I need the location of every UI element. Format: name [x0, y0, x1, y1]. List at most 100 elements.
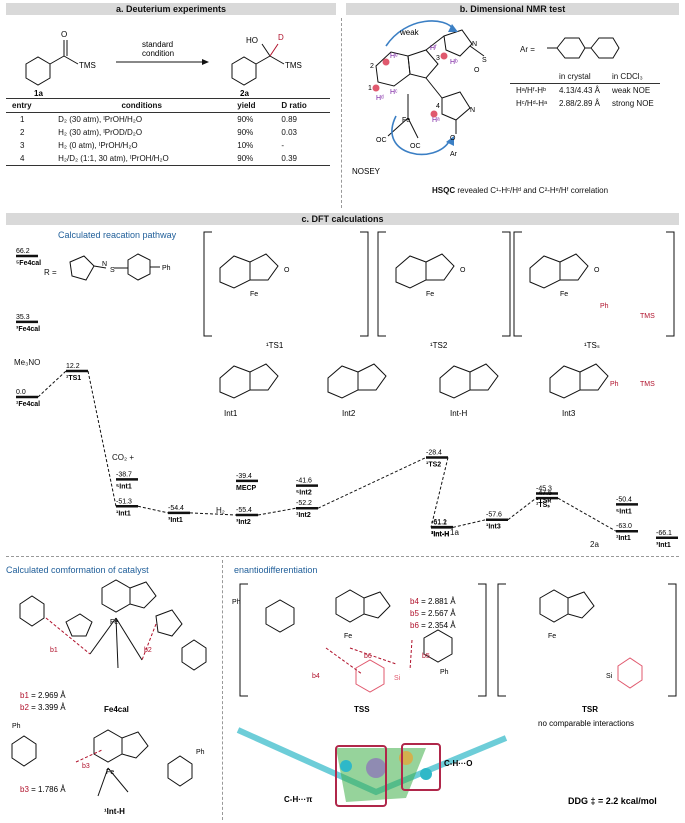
energy-value: -51.3: [116, 498, 132, 505]
product-tms: TMS: [285, 61, 302, 70]
energy-level-label: ¹TS2: [426, 461, 441, 468]
energy-value: -47.5: [536, 490, 552, 497]
energy-value: -61.1: [431, 519, 447, 526]
product-structure: [231, 43, 285, 86]
col-conditions: conditions: [52, 98, 232, 113]
energy-connector: [87, 370, 117, 507]
svg-text:1: 1: [368, 85, 372, 92]
svg-text:Ph: Ph: [196, 749, 205, 756]
energy-level-label: ³Fe4cal: [16, 326, 40, 333]
svg-text:O: O: [284, 267, 290, 274]
svg-text:Ph: Ph: [12, 723, 21, 730]
energy-level-label: ¹TSʀ: [536, 497, 552, 504]
product-d: D: [278, 33, 284, 42]
col-cdcl3: in CDCl₃: [605, 70, 660, 84]
energy-level-label: MECP: [236, 485, 257, 492]
reactant-label: 1a: [34, 89, 43, 98]
svg-text:Hᵇ: Hᵇ: [450, 59, 458, 66]
energy-level-label: ⁵Int2: [296, 490, 312, 497]
conformation-title: Calculated comformation of catalyst: [6, 565, 149, 575]
energy-value: -54.4: [168, 505, 184, 512]
divider-c: [6, 556, 679, 557]
b2-line: b2 = 3.399 Å: [20, 703, 66, 712]
svg-text:OC: OC: [410, 143, 421, 150]
energy-value: -57.6: [486, 512, 502, 519]
panel-b-header: b. Dimensional NMR test: [346, 3, 679, 15]
energy-value: 12.2: [66, 363, 80, 370]
ts2-label: ¹TS2: [430, 341, 448, 350]
col-entry: entry: [6, 98, 53, 113]
1a-label: 1a: [450, 528, 459, 537]
arrow-bottom-text: condition: [142, 49, 174, 58]
energy-value: -28.4: [426, 449, 442, 456]
energy-value: -50.4: [616, 496, 632, 503]
nmr-structure: weak 2 1 3 4 Hᵉ Hᵇ Hᵈ Hᶜ Hᵃ Hᶠ Fe OC OC …: [352, 20, 487, 176]
energy-value: 0.0: [16, 389, 26, 396]
svg-text:TMS: TMS: [640, 313, 655, 320]
enantio-title: enantiodifferentiation: [234, 565, 318, 575]
no-interactions-text: no comparable interactions: [538, 719, 634, 728]
energy-value: -66.1: [656, 530, 672, 537]
table-row: 3 H₂ (0 atm), ᴵPrOH/H₂O 10% -: [20, 141, 285, 150]
table-row: Hᵃ/Hᶠ-Hᵇ 4.13/4.43 Å weak NOE: [516, 86, 651, 95]
nosey-label: NOSEY: [352, 167, 381, 176]
svg-text:Hᶠ: Hᶠ: [430, 45, 437, 52]
svg-text:3: 3: [436, 55, 440, 62]
energy-level-label: ¹TSₛ: [536, 502, 550, 509]
energy-connector: [430, 457, 449, 528]
energy-level-label: ¹Int2: [296, 512, 311, 519]
energy-connector: [507, 497, 537, 521]
svg-text:O: O: [61, 30, 67, 39]
ddg-label: DDG ‡ = 2.2 kcal/mol: [568, 796, 657, 806]
int3-label: Int3: [562, 409, 576, 418]
svg-text:Ph: Ph: [232, 599, 241, 606]
svg-text:Fe: Fe: [344, 633, 352, 640]
panel-a-header: a. Deuterium experiments: [6, 3, 336, 15]
svg-text:2: 2: [370, 63, 374, 70]
h2-label: H₂: [216, 506, 225, 515]
co2-label: CO₂ +: [112, 453, 134, 462]
energy-level-label: ¹Fe4cal: [16, 401, 40, 408]
energy-value: -39.4: [236, 473, 252, 480]
tss-label: ¹TSₛ: [584, 341, 600, 350]
arrow-top-text: standard: [142, 40, 173, 49]
col-crystal: in crystal: [553, 70, 606, 84]
svg-text:Fe: Fe: [250, 291, 258, 298]
catalyst-structures: b1 b2 Fe b1 = 2.969 Å b2 = 3.399 Å Fe4ca…: [11, 579, 207, 816]
table-row: 2 H₂ (30 atm), ᴵPrOD/D₂O 90% 0.03: [20, 128, 297, 137]
ts-structures: O O O Fe Fe Fe Ph TMS ¹TS1 ¹TS2 ¹TSₛ Int…: [203, 231, 675, 418]
ch-o-box: [401, 743, 441, 791]
energy-value: -52.2: [296, 500, 312, 507]
energy-value: -55.4: [236, 507, 252, 514]
energy-level-label: ³Int1: [168, 517, 183, 524]
svg-text:Ph: Ph: [610, 381, 619, 388]
table-header-row: entry conditions yield D ratio: [6, 98, 330, 113]
svg-text:b4: b4: [312, 673, 320, 680]
energy-connector: [452, 519, 487, 528]
svg-text:O: O: [594, 267, 600, 274]
table-row: 4 H₂/D₂ (1:1, 30 atm), ᴵPrOH/H₂O 90% 0.3…: [6, 152, 330, 166]
product-label: 2a: [240, 89, 249, 98]
b4-line: b4 = 2.881 Å: [410, 597, 456, 606]
energy-level-label: ¹Int1: [116, 510, 131, 517]
b1-line: b1 = 2.969 Å: [20, 691, 66, 700]
svg-text:Hᵃ: Hᵃ: [432, 117, 440, 124]
energy-level-label: ³Int2: [236, 519, 251, 526]
energy-level-label: ⁵Int1: [616, 508, 632, 515]
reaction-scheme: O TMS 1a standard condition HO D TMS 2a: [25, 30, 302, 98]
b6-line: b6 = 2.354 Å: [410, 621, 456, 630]
energy-level-label: ¹Int1: [616, 535, 631, 542]
svg-text:S: S: [110, 267, 115, 274]
svg-text:N: N: [470, 107, 475, 114]
energy-level-label: ¹Int-H: [431, 531, 449, 538]
svg-text:Hᶜ: Hᶜ: [390, 89, 398, 96]
ts1-label: ¹TS1: [266, 341, 284, 350]
svg-text:Ar: Ar: [450, 151, 458, 158]
svg-text:4: 4: [436, 103, 440, 110]
ch-pi-box: [335, 745, 387, 807]
svg-text:S: S: [482, 57, 487, 64]
panel-c-header: c. DFT calculations: [6, 213, 679, 225]
col-yield: yield: [231, 98, 276, 113]
tss-structure-label: TSS: [354, 705, 370, 714]
